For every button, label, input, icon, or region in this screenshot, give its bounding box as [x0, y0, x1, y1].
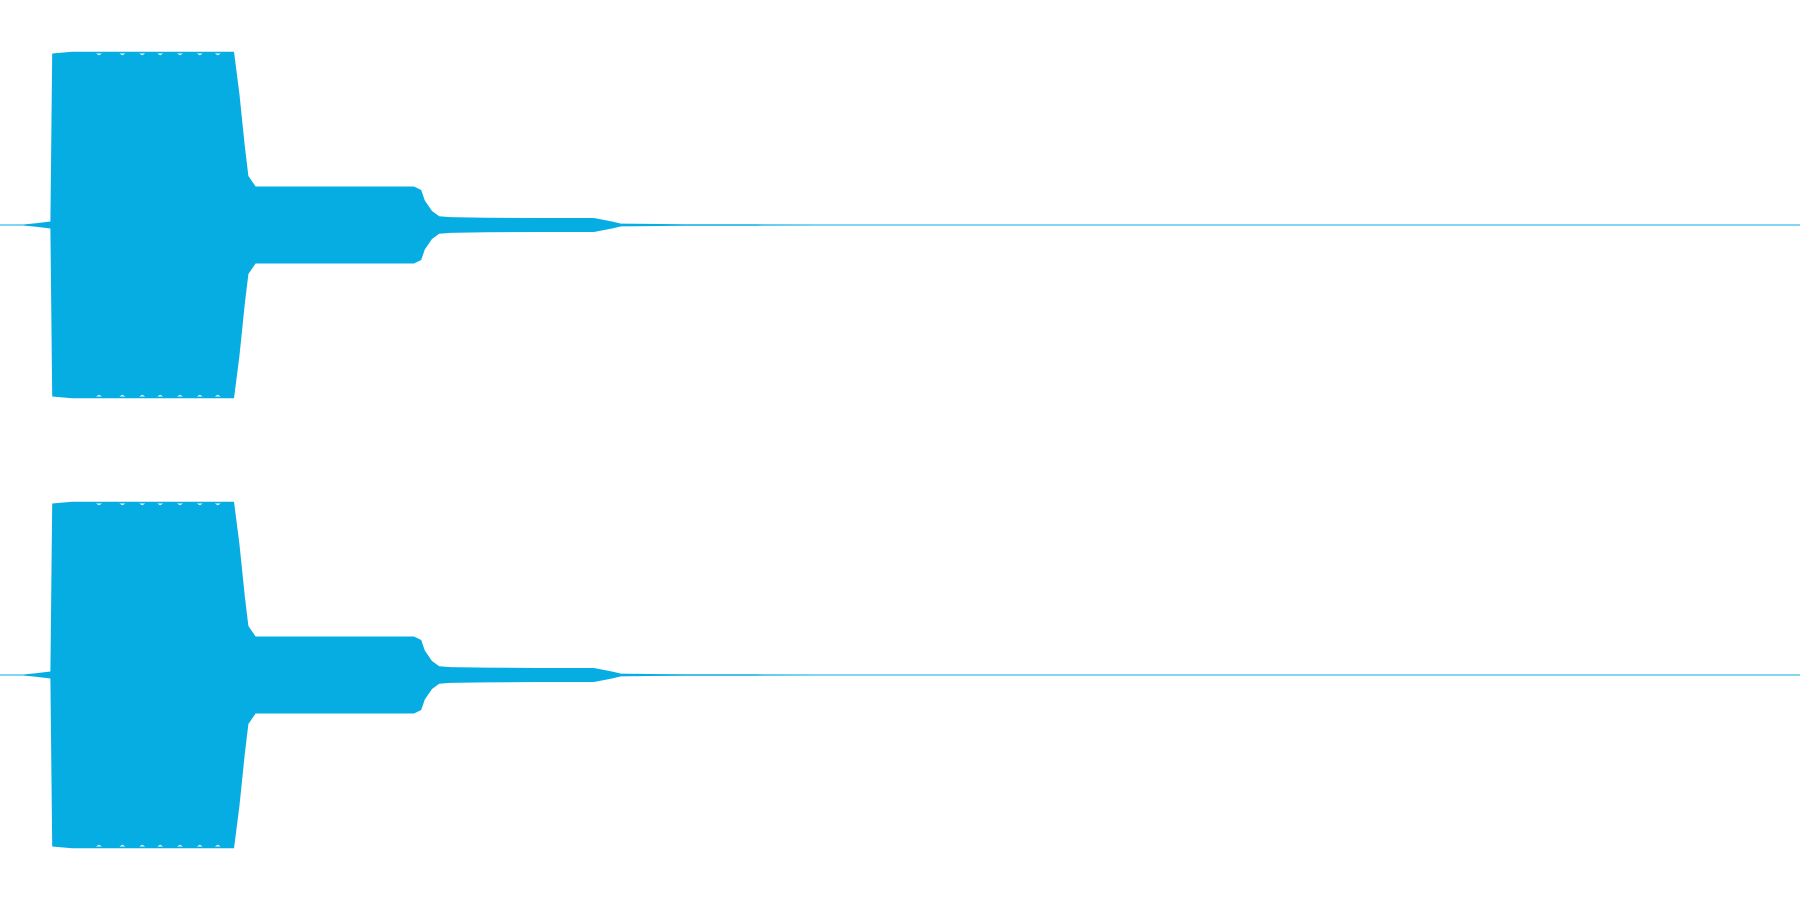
channel-2-top-notch-1: [96, 503, 102, 506]
channel-1-top-notch-6: [196, 53, 203, 56]
channel-2-top-notch-7: [214, 503, 221, 506]
channel-1-top-notch-7: [214, 53, 221, 56]
channel-1-top-notch-5: [177, 53, 183, 56]
channel-2-top-notch-3: [139, 503, 146, 506]
channel-2-bottom-notch-4: [157, 844, 164, 847]
channel-2-bottom-notch-5: [177, 844, 183, 847]
channel-1-bottom-notch-2: [119, 394, 126, 397]
channel-1-top-notch-1: [96, 53, 102, 56]
channel-2-top-notch-6: [196, 503, 203, 506]
channel-1-top-notch-4: [157, 53, 164, 56]
channel-2-bottom-notch-3: [139, 844, 146, 847]
channel-2-waveform: [0, 501, 1800, 849]
channel-1-waveform: [0, 51, 1800, 399]
channel-1-bottom-notch-1: [96, 394, 102, 397]
channel-1-top-notch-3: [139, 53, 146, 56]
channel-1-bottom-notch-6: [196, 394, 203, 397]
channel-2-bottom-notch-2: [119, 844, 126, 847]
channel-1-bottom-notch-4: [157, 394, 164, 397]
channel-2-bottom-notch-1: [96, 844, 102, 847]
channel-1-bottom-notch-5: [177, 394, 183, 397]
channel-2-top-notch-2: [119, 503, 126, 506]
channel-2-top-notch-4: [157, 503, 164, 506]
channel-1-bottom-notch-3: [139, 394, 146, 397]
channel-2-bottom-notch-6: [196, 844, 203, 847]
channel-2-bottom-notch-7: [214, 844, 221, 847]
channel-2-top-notch-5: [177, 503, 183, 506]
channel-1-bottom-notch-7: [214, 394, 221, 397]
channel-1-top-notch-2: [119, 53, 126, 56]
